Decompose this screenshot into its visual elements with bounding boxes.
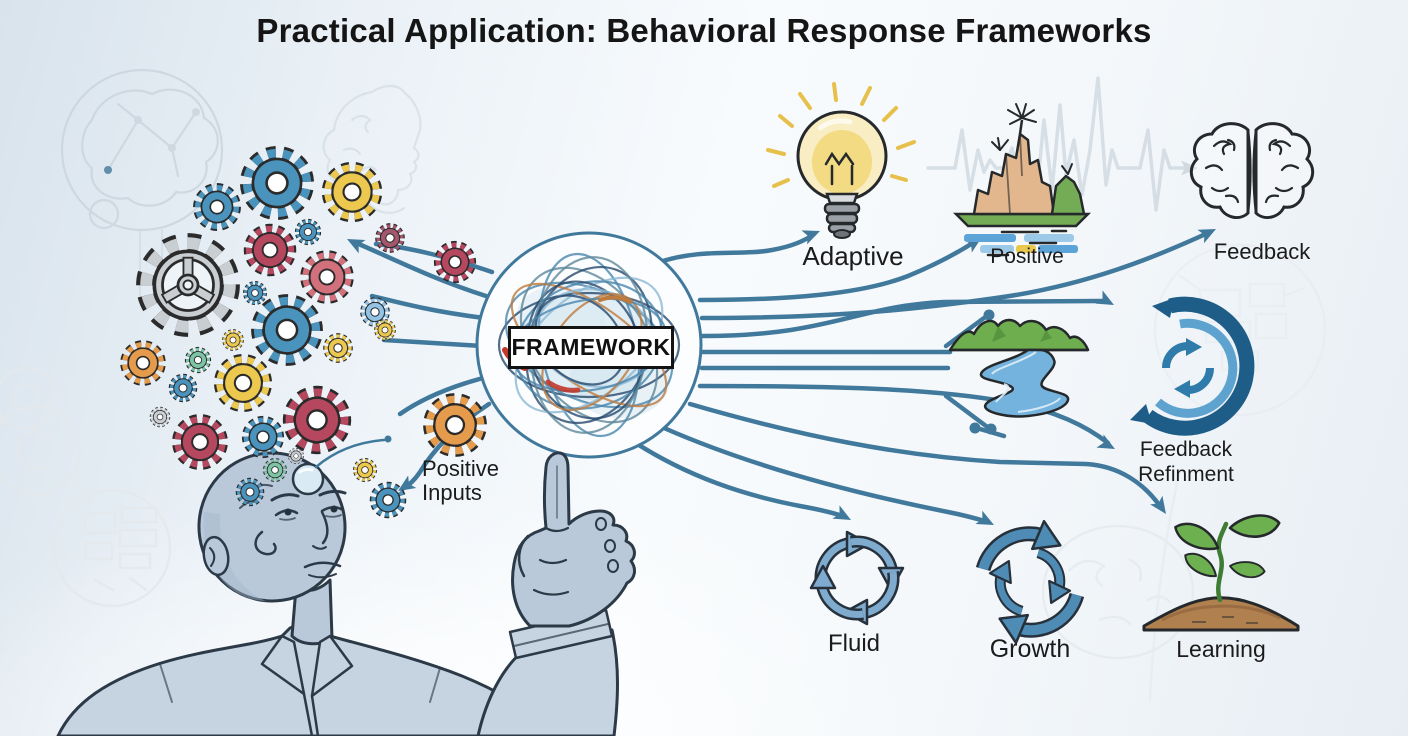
gear-outline-sketch <box>0 366 82 496</box>
label-positive: Positive <box>990 245 1064 268</box>
lightbulb-icon <box>766 82 916 239</box>
label-feedback: Feedback <box>1213 239 1311 264</box>
river-icon <box>948 318 1090 418</box>
circuit-circle-sketch <box>52 488 172 608</box>
label-adaptive: Adaptive <box>802 241 904 271</box>
diagram-title: Practical Application: Behavioral Respon… <box>256 12 1152 49</box>
label-positive-inputs: Positive Inputs <box>422 457 499 505</box>
label-positive-inputs-line1: Positive <box>422 456 500 481</box>
label-growth: Growth <box>989 635 1071 663</box>
ekg-waveform-sketch <box>926 76 1198 212</box>
label-feedback-refinement-line2: Refinment <box>1138 463 1234 486</box>
pointing-hand <box>476 451 636 736</box>
framework-label: FRAMEWORK <box>508 326 674 369</box>
brain-icon <box>1189 122 1315 220</box>
label-feedback-refinement-line1: Feedback <box>1139 438 1233 461</box>
label-positive-inputs-line2: Inputs <box>422 480 482 505</box>
label-feedback-refinement: Feedback Refinment <box>1138 437 1234 487</box>
label-fluid: Fluid <box>827 630 881 657</box>
brain-network-sketch <box>60 68 224 302</box>
cycle-arrows-icon <box>811 532 903 624</box>
brain-sketch-lower <box>1041 468 1195 702</box>
label-learning: Learning <box>1176 636 1266 662</box>
swirl-icon <box>1130 296 1255 436</box>
framework-output-lines <box>625 222 1220 532</box>
island-icon <box>952 103 1092 257</box>
head-profile-sketch <box>322 84 422 214</box>
person-illustration <box>56 435 636 736</box>
seedling-icon <box>1142 506 1300 632</box>
